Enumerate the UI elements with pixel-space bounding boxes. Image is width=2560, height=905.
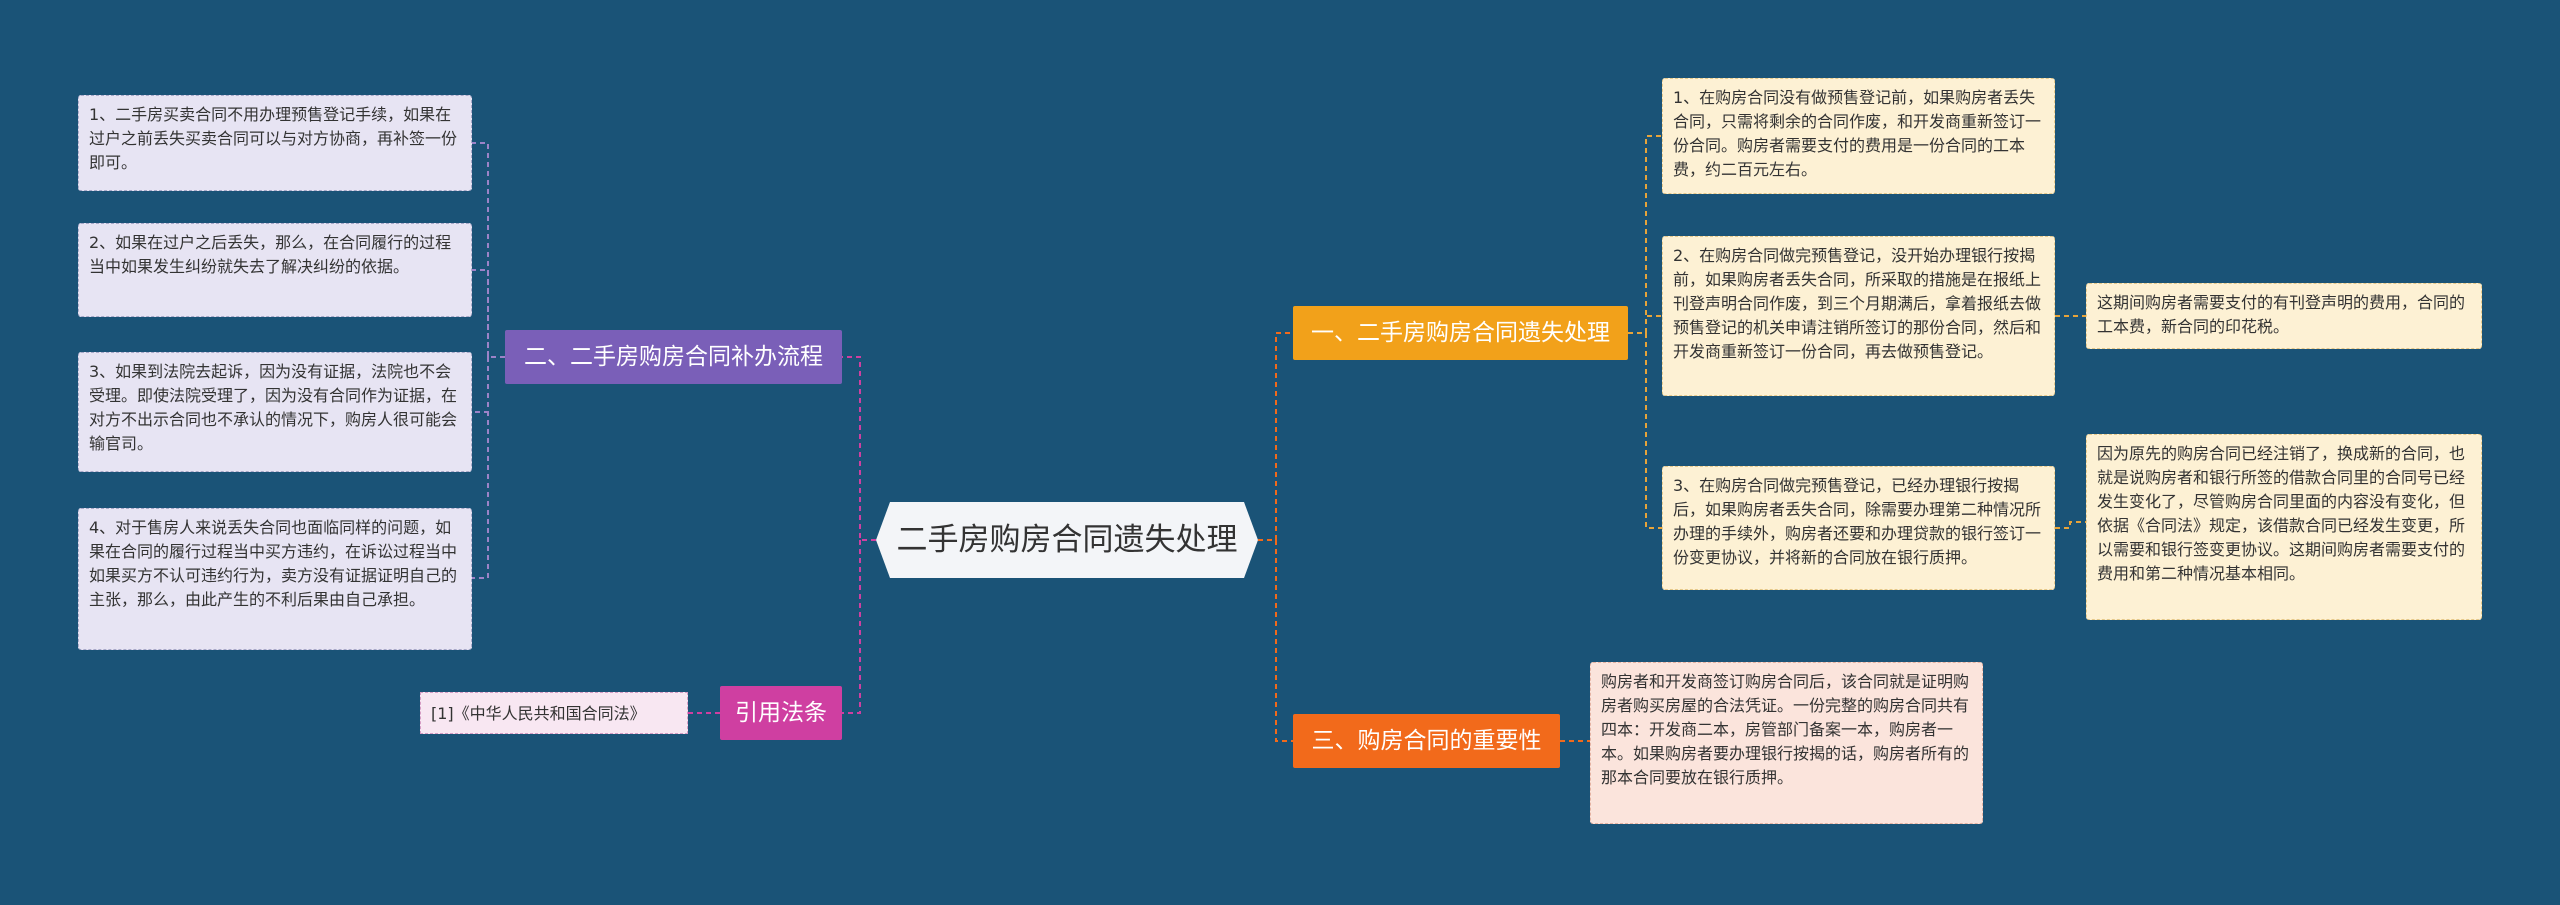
right-note-3: 3、在购房合同做完预售登记，已经办理银行按揭后，如果购房者丢失合同，除需要办理第… (1662, 466, 2055, 590)
ref-item-contract-law[interactable]: [1]《中华人民共和国合同法》 (420, 692, 688, 734)
importance-note: 购房者和开发商签订购房合同后，该合同就是证明购房者购买房屋的合法凭证。一份完整的… (1590, 662, 1983, 824)
far-right-note-2: 因为原先的购房合同已经注销了，换成新的合同，也就是说购房者和银行所签的借款合同里… (2086, 434, 2482, 620)
left-note-4: 4、对于售房人来说丢失合同也面临同样的问题，如果在合同的履行过程当中买方违约，在… (78, 508, 472, 650)
right-note-2: 2、在购房合同做完预售登记，没开始办理银行按揭前，如果购房者丢失合同，所采取的措… (1662, 236, 2055, 396)
branch-contract-importance[interactable]: 三、购房合同的重要性 (1293, 714, 1560, 768)
far-right-note-1: 这期间购房者需要支付的有刊登声明的费用，合同的工本费，新合同的印花税。 (2086, 283, 2482, 349)
left-note-3: 3、如果到法院去起诉，因为没有证据，法院也不会受理。即使法院受理了，因为没有合同… (78, 352, 472, 472)
branch-contract-loss-handling[interactable]: 一、二手房购房合同遗失处理 (1293, 306, 1628, 360)
left-note-2: 2、如果在过户之后丢失，那么，在合同履行的过程当中如果发生纠纷就失去了解决纠纷的… (78, 223, 472, 317)
branch-reissue-process[interactable]: 二、二手房购房合同补办流程 (505, 330, 842, 384)
center-topic[interactable]: 二手房购房合同遗失处理 (876, 502, 1258, 578)
left-note-1: 1、二手房买卖合同不用办理预售登记手续，如果在过户之前丢失买卖合同可以与对方协商… (78, 95, 472, 191)
branch-references[interactable]: 引用法条 (720, 686, 842, 740)
right-note-1: 1、在购房合同没有做预售登记前，如果购房者丢失合同，只需将剩余的合同作废，和开发… (1662, 78, 2055, 194)
